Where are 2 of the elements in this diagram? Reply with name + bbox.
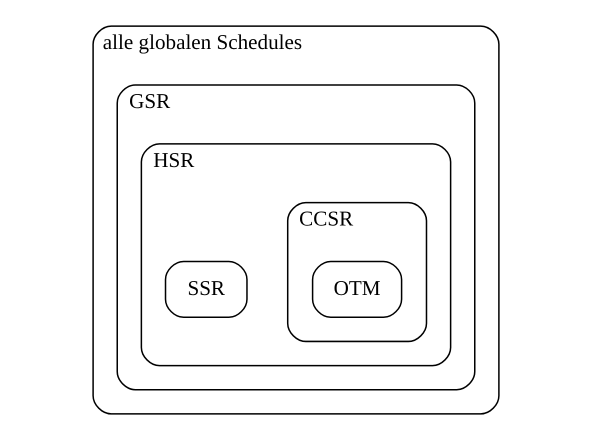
node-box: OTM [312,260,402,318]
node-box: SSR [164,260,248,318]
